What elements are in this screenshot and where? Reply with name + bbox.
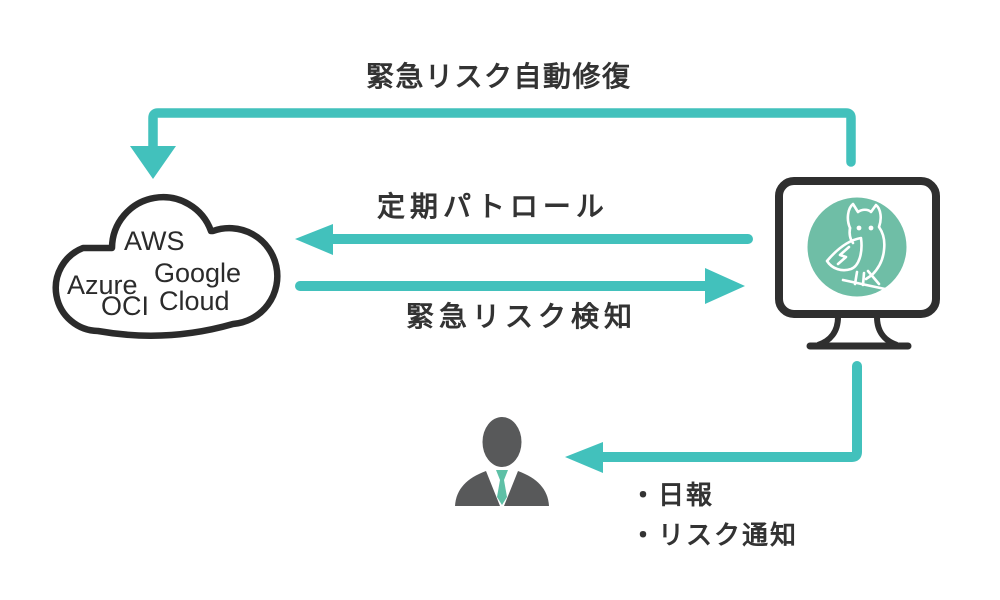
owl-icon xyxy=(807,197,907,297)
label-patrol: 定期パトロール xyxy=(377,191,609,222)
label-report-daily: ・日報 xyxy=(630,480,715,510)
auto-repair-arrow xyxy=(130,108,856,179)
cloud-label-oci: OCI xyxy=(101,291,150,321)
patrol-arrow xyxy=(295,224,753,255)
monitor-icon xyxy=(775,177,940,350)
label-report-risk: ・リスク通知 xyxy=(630,520,799,550)
person-icon xyxy=(455,417,549,506)
detect-arrow xyxy=(295,268,745,304)
cloud-label-cloud: Cloud xyxy=(159,286,230,316)
cloud-label-aws: AWS xyxy=(124,226,185,256)
cloud-label-google: Google xyxy=(154,258,242,288)
label-auto-repair: 緊急リスク自動修復 xyxy=(366,61,632,92)
cloud-icon xyxy=(52,194,281,339)
cloud-label-azure: Azure xyxy=(67,270,138,300)
label-detect: 緊急リスク検知 xyxy=(406,301,638,332)
report-arrow xyxy=(565,361,862,473)
